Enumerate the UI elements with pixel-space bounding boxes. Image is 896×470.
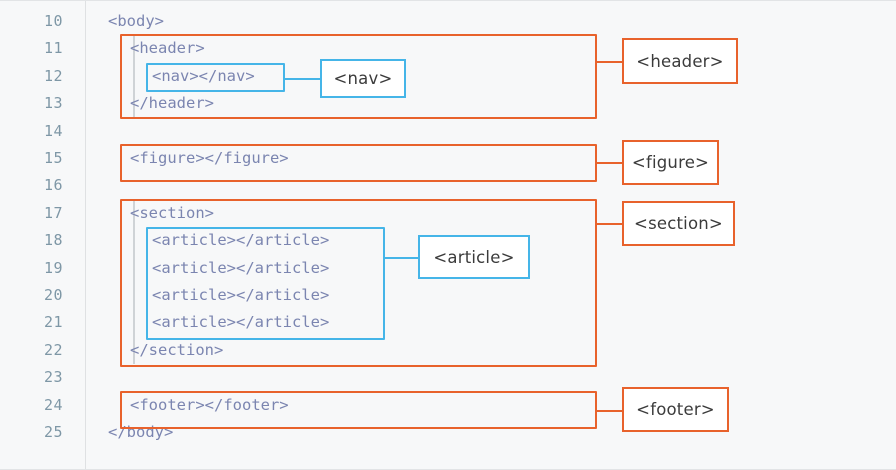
code-line-figure[interactable]: <figure></figure> (130, 149, 289, 167)
code-line-blank-16[interactable] (86, 172, 130, 199)
callout-figure-label: <figure> (631, 153, 710, 172)
callout-footer[interactable]: <footer> (622, 387, 729, 432)
indent-guide (133, 200, 135, 364)
code-line-blank-23[interactable] (86, 364, 130, 391)
code-line-article-3[interactable]: <article></article> (152, 286, 330, 304)
callout-article-label: <article> (433, 247, 515, 267)
line-number: 22 (43, 340, 63, 359)
code-line-article-4[interactable]: <article></article> (152, 313, 330, 332)
line-number: 10 (43, 12, 63, 30)
code-line-section-close[interactable]: </section> (130, 340, 224, 359)
line-number: 15 (43, 149, 63, 167)
connector-section (597, 223, 622, 225)
line-number: 23 (43, 368, 63, 387)
line-number: 13 (43, 94, 63, 113)
callout-nav[interactable]: <nav> (320, 59, 406, 98)
line-number: 20 (43, 286, 63, 304)
callout-nav-label: <nav> (333, 69, 393, 88)
code-line-body-close[interactable]: </body> (108, 423, 174, 441)
connector-figure (597, 162, 622, 164)
code-line-article-1[interactable]: <article></article> (152, 231, 330, 250)
line-number: 11 (43, 39, 63, 58)
line-number: 19 (43, 258, 63, 277)
line-number: 12 (43, 66, 63, 85)
line-number: 21 (43, 313, 63, 332)
indent-guide (133, 35, 135, 117)
callout-footer-label: <footer> (636, 400, 715, 419)
line-number: 25 (43, 423, 63, 441)
line-number: 17 (43, 203, 63, 222)
line-number: 18 (43, 231, 63, 250)
code-line-blank-14[interactable] (86, 118, 130, 145)
line-number: 16 (43, 176, 63, 195)
connector-article (385, 257, 418, 259)
callout-section-label: <section> (634, 214, 723, 233)
line-number: 14 (43, 121, 63, 140)
code-content-area: <body> <header> <nav></nav> </header> <f… (86, 1, 896, 469)
code-line-footer[interactable]: <footer></footer> (130, 395, 289, 414)
connector-header (597, 61, 622, 63)
code-line-article-2[interactable]: <article></article> (152, 258, 330, 277)
callout-article[interactable]: <article> (418, 235, 530, 279)
callout-header-label: <header> (636, 51, 724, 71)
callout-header[interactable]: <header> (622, 38, 738, 84)
line-number-gutter: 10 11 12 13 14 15 16 17 18 19 20 21 22 2… (0, 1, 86, 469)
connector-nav (285, 78, 320, 80)
code-line-body-open[interactable]: <body> (108, 12, 164, 30)
code-line-header-close[interactable]: </header> (130, 94, 214, 113)
code-line-header-open[interactable]: <header> (130, 39, 205, 58)
connector-footer (597, 410, 622, 412)
line-number: 24 (43, 395, 63, 414)
code-line-nav[interactable]: <nav></nav> (152, 66, 255, 85)
code-line-section-open[interactable]: <section> (130, 203, 214, 222)
callout-section[interactable]: <section> (622, 201, 735, 246)
callout-figure[interactable]: <figure> (622, 140, 719, 185)
